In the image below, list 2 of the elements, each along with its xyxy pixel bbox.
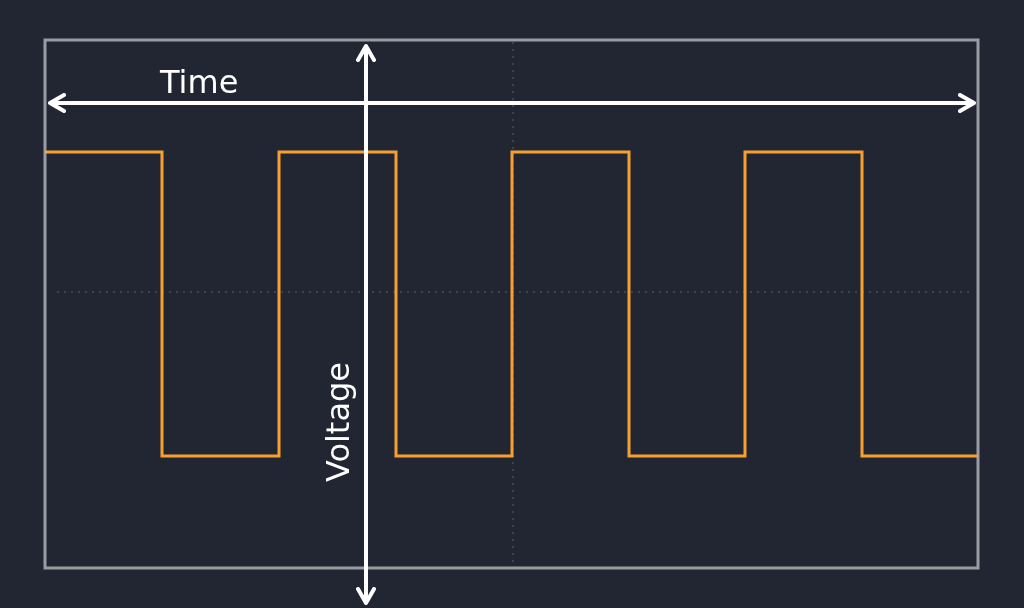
axis-label: Voltage (319, 362, 357, 482)
axis-label: Time (160, 63, 239, 101)
